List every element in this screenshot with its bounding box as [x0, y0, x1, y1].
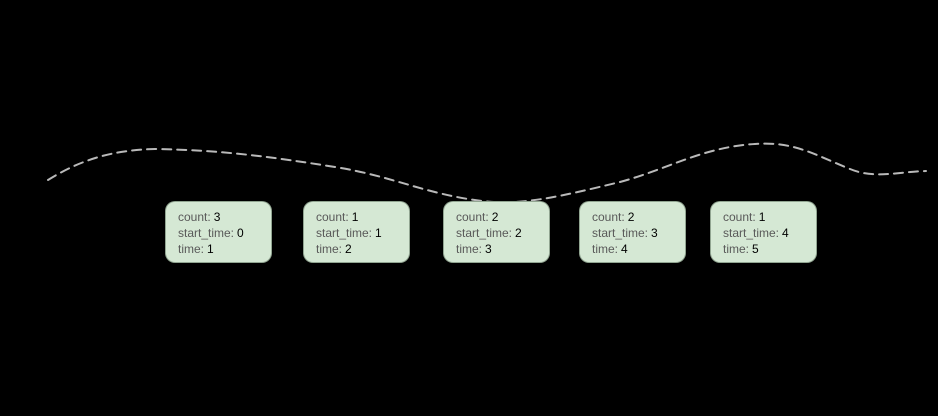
start-time-value: 1	[375, 226, 382, 240]
time-row: time:2	[316, 241, 409, 257]
count-label: count:	[178, 210, 211, 224]
start-time-row: start_time:4	[723, 225, 816, 241]
start-time-row: start_time:2	[456, 225, 549, 241]
start-time-value: 3	[651, 226, 658, 240]
count-label: count:	[316, 210, 349, 224]
start-time-row: start_time:3	[592, 225, 685, 241]
node-card-1: count:3 start_time:0 time:1	[165, 201, 272, 263]
count-value: 2	[627, 210, 635, 224]
start-time-label: start_time:	[456, 226, 513, 240]
time-row: time:3	[456, 241, 549, 257]
count-label: count:	[456, 210, 489, 224]
node-card-2: count:1 start_time:1 time:2	[303, 201, 410, 263]
node-card-3: count:2 start_time:2 time:3	[443, 201, 550, 263]
start-time-label: start_time:	[178, 226, 235, 240]
count-row: count:1	[316, 209, 409, 225]
time-label: time:	[592, 242, 619, 256]
dashed-curve	[47, 142, 927, 204]
count-row: count:3	[178, 209, 271, 225]
time-label: time:	[178, 242, 205, 256]
time-value: 2	[345, 242, 352, 256]
time-value: 1	[207, 242, 214, 256]
time-row: time:4	[592, 241, 685, 257]
start-time-value: 4	[782, 226, 789, 240]
time-label: time:	[316, 242, 343, 256]
start-time-label: start_time:	[592, 226, 649, 240]
count-value: 3	[213, 210, 221, 224]
start-time-label: start_time:	[316, 226, 373, 240]
count-row: count:1	[723, 209, 816, 225]
count-label: count:	[592, 210, 625, 224]
time-label: time:	[456, 242, 483, 256]
start-time-value: 2	[515, 226, 522, 240]
time-value: 4	[621, 242, 628, 256]
start-time-label: start_time:	[723, 226, 780, 240]
node-card-5: count:1 start_time:4 time:5	[710, 201, 817, 263]
count-label: count:	[723, 210, 756, 224]
count-row: count:2	[592, 209, 685, 225]
time-row: time:1	[178, 241, 271, 257]
node-card-4: count:2 start_time:3 time:4	[579, 201, 686, 263]
count-value: 1	[351, 210, 359, 224]
start-time-row: start_time:1	[316, 225, 409, 241]
count-value: 2	[491, 210, 499, 224]
count-value: 1	[758, 210, 766, 224]
time-row: time:5	[723, 241, 816, 257]
time-value: 3	[485, 242, 492, 256]
time-label: time:	[723, 242, 750, 256]
start-time-value: 0	[237, 226, 244, 240]
time-value: 5	[752, 242, 759, 256]
count-row: count:2	[456, 209, 549, 225]
start-time-row: start_time:0	[178, 225, 271, 241]
